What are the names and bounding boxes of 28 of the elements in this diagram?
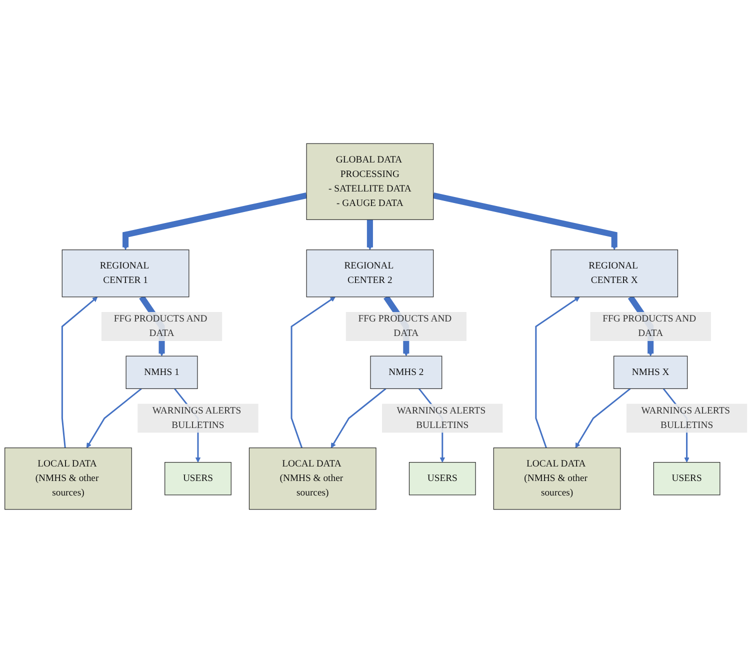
edge-label: FFG PRODUCTS AND DATA [602,314,696,339]
node-box: NMHS 2 [370,356,442,389]
arrow [575,388,631,448]
node-box: REGIONAL CENTER 2 [306,250,434,298]
edge-label: FFG PRODUCTS AND DATA [358,314,452,339]
node-box: LOCAL DATA (NMHS & other sources) [493,448,621,510]
node-box: USERS [653,462,720,496]
edge-label: WARNINGS ALERTS BULLETINS [152,406,242,430]
node-box: LOCAL DATA (NMHS & other sources) [4,448,132,510]
arrow [61,296,98,448]
node-box: NMHS X [614,356,688,389]
arrow [290,296,336,448]
node-box: USERS [408,462,476,496]
node-box: USERS [164,462,232,496]
edge-label: WARNINGS ALERTS BULLETINS [641,406,730,430]
node-box: REGIONAL CENTER X [550,250,678,298]
edge-label: WARNINGS ALERTS BULLETINS [396,406,486,430]
node-box: GLOBAL DATA PROCESSING - SATELLITE DATA - GAUGE DATA [306,143,434,220]
arrow [535,296,580,448]
node-box: NMHS 1 [126,356,198,389]
arrow [432,192,618,250]
edge-label: FFG PRODUCTS AND DATA [114,314,208,339]
arrow [86,388,142,448]
node-box: LOCAL DATA (NMHS & other sources) [248,448,376,510]
arrow [122,192,308,250]
arrow [366,220,373,250]
arrow [330,388,386,448]
node-box: REGIONAL CENTER 1 [62,250,190,298]
